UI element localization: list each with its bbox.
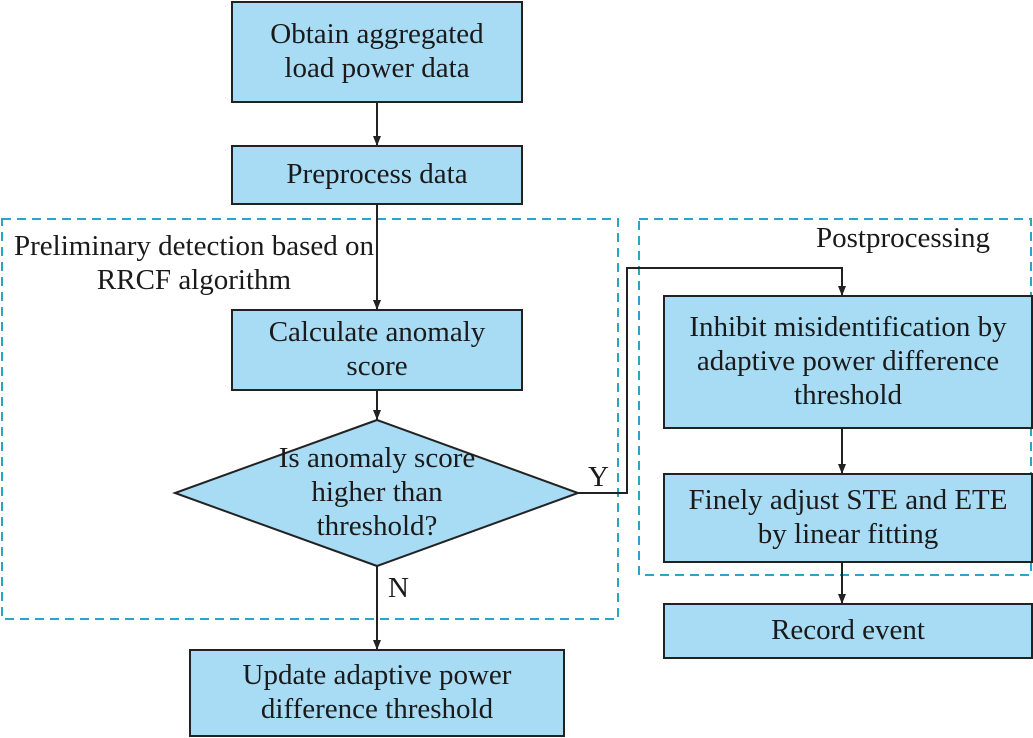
node-obtain-data-text: Obtain aggregated load power data (270, 18, 484, 84)
node-adjust-text: Finely adjust STE and ETE by linear fitt… (688, 484, 1008, 550)
box-adjust (663, 473, 1033, 563)
node-inhibit-text: Inhibit misidentification by adaptive po… (689, 311, 1007, 411)
node-preprocess-text: Preprocess data (286, 158, 468, 191)
box-record (663, 603, 1033, 659)
node-decision-text: Is anomaly score higher than threshold? (278, 442, 476, 542)
edge-label-no: N (388, 572, 409, 604)
edge-decision-yes (578, 267, 846, 494)
node-calc-score-text: Calculate anomaly score (268, 316, 486, 382)
region-preliminary-border (1, 218, 619, 620)
edge-label-yes: Y (588, 461, 609, 493)
region-postprocessing-label: Postprocessing (816, 222, 990, 254)
region-preliminary-label: Preliminary detection based on RRCF algo… (14, 230, 374, 296)
box-update-threshold (189, 649, 565, 737)
box-obtain-data (231, 1, 523, 103)
node-record-text: Record event (771, 614, 925, 647)
box-inhibit (663, 295, 1033, 429)
node-update-threshold-text: Update adaptive power difference thresho… (242, 659, 512, 725)
box-calc-score (231, 309, 523, 391)
